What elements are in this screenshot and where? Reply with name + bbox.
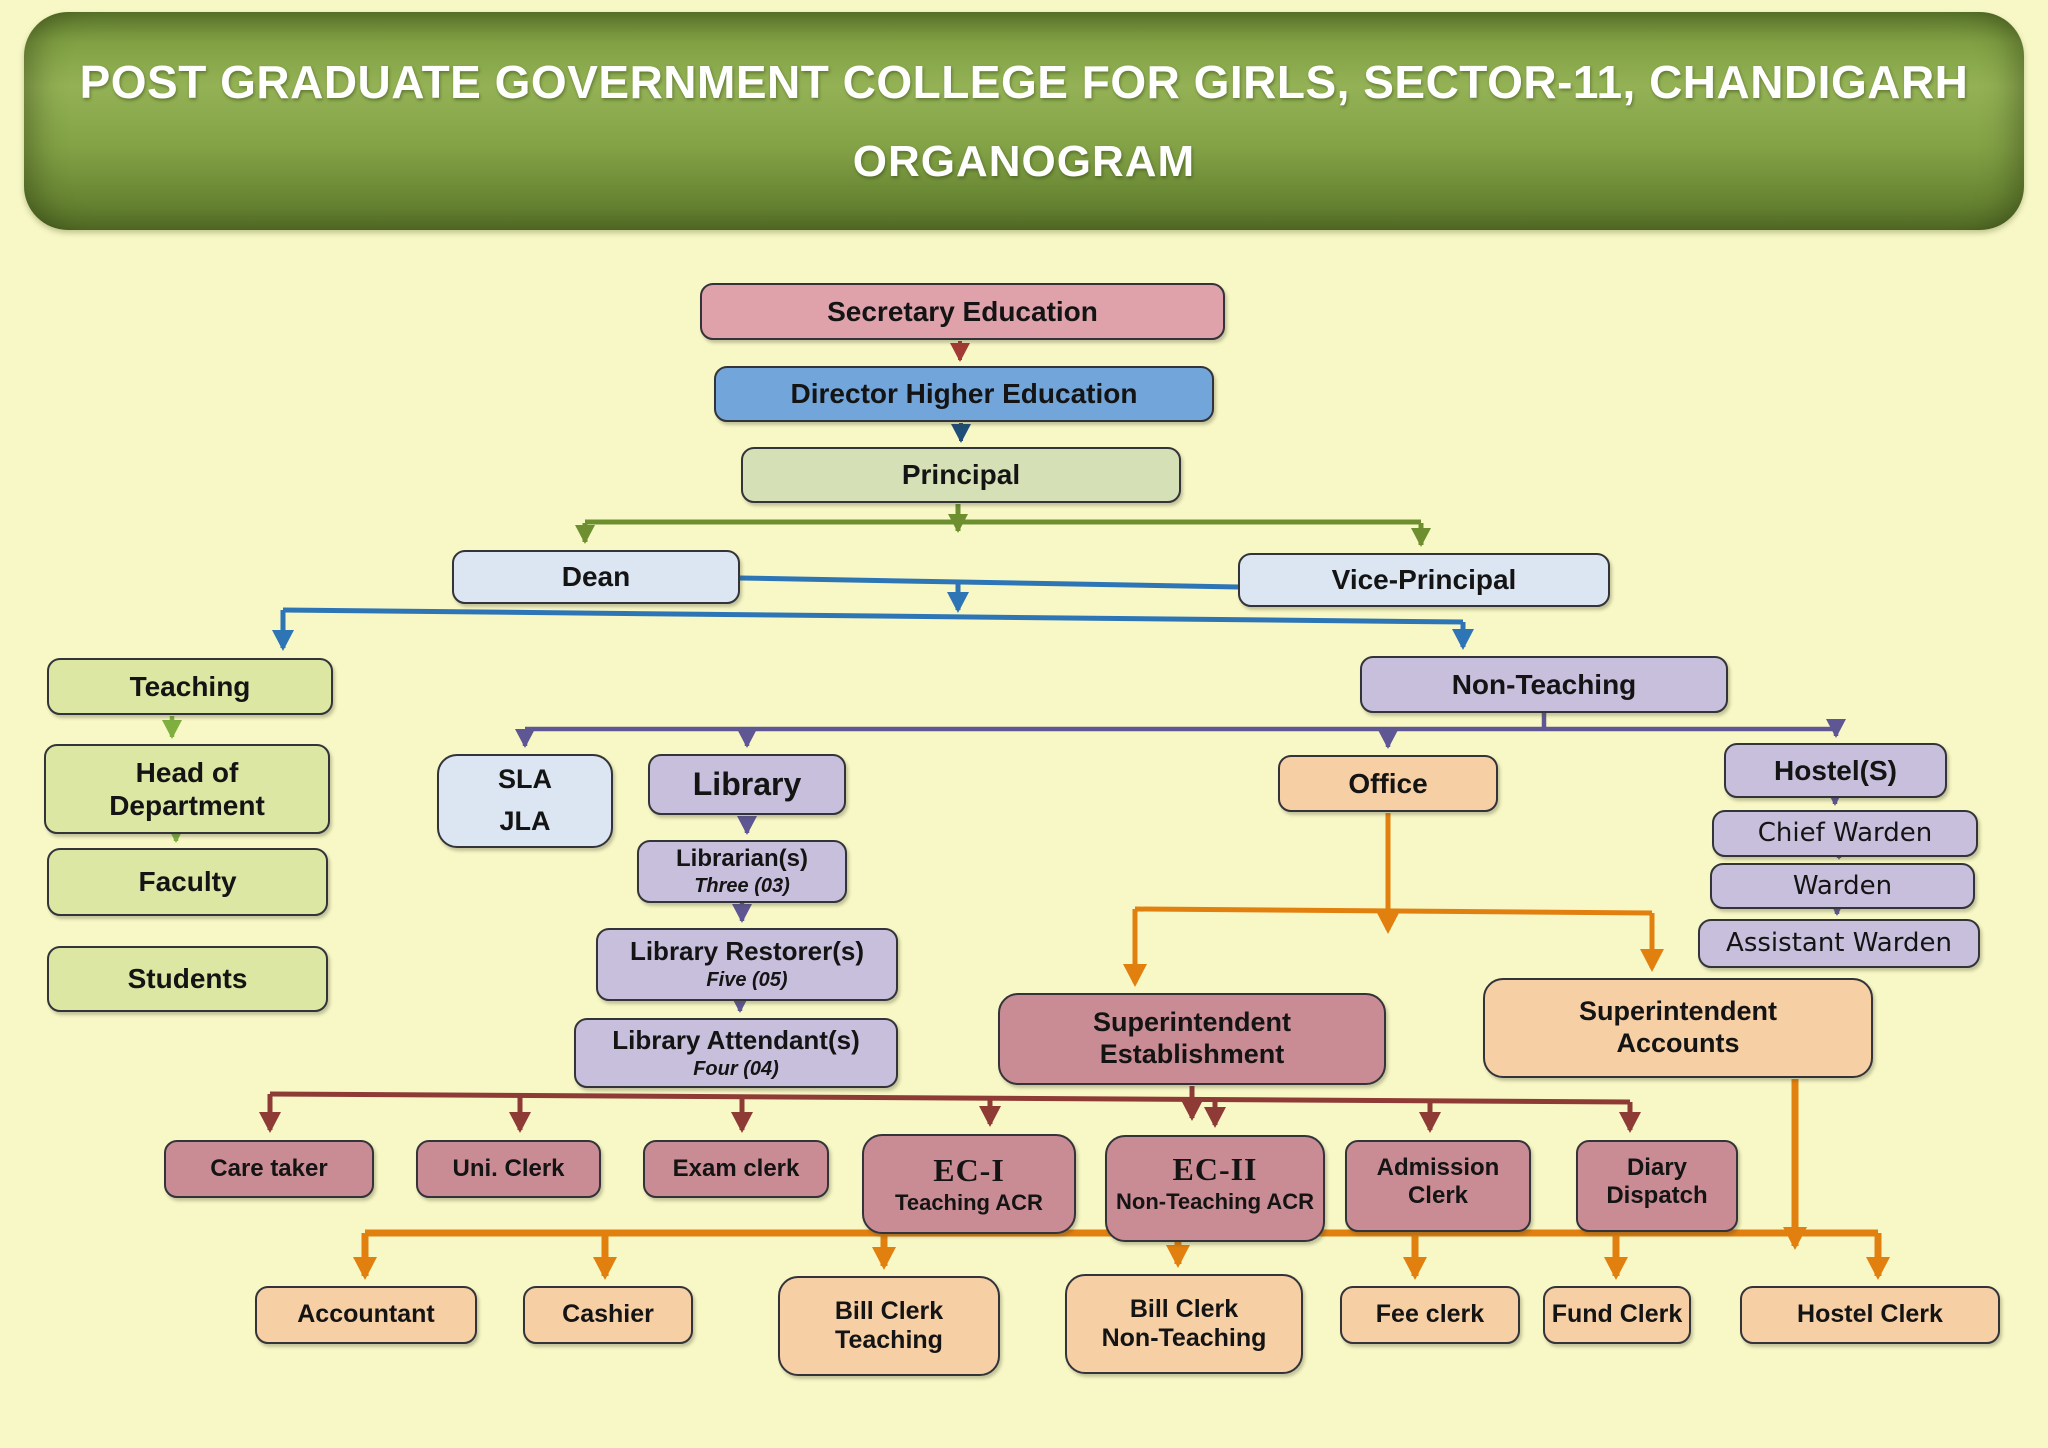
node-label: Cashier [562,1300,654,1329]
node-label: Uni. Clerk [452,1154,565,1182]
node-uni-clerk: Uni. Clerk [416,1140,601,1198]
node-label: Teaching [835,1326,943,1354]
node-exam-clerk: Exam clerk [643,1140,829,1198]
node-count: Four (04) [693,1057,779,1080]
page-subtitle: ORGANOGRAM [852,137,1196,187]
node-director-higher-education: Director Higher Education [714,366,1214,422]
node-label: Assistant Warden [1726,928,1952,959]
node-diary-dispatch: Diary Dispatch [1576,1140,1738,1232]
node-label: SLA [498,764,552,795]
node-label: Principal [901,459,1021,491]
node-label: EC-I [933,1152,1005,1189]
node-label: Faculty [138,866,237,898]
node-teaching: Teaching [47,658,333,715]
node-sublabel: Teaching ACR [895,1189,1043,1215]
node-library: Library [648,754,846,815]
node-label: Fund Clerk [1551,1300,1683,1329]
node-sla-jla: SLA JLA [437,754,613,848]
node-care-taker: Care taker [164,1140,374,1198]
node-superintendent-establishment: Superintendent Establishment [998,993,1386,1085]
node-librarians: Librarian(s) Three (03) [637,840,847,903]
node-assistant-warden: Assistant Warden [1698,919,1980,968]
node-label: Admission Clerk [1376,1154,1500,1210]
node-count: Five (05) [706,969,788,992]
node-count: Three (03) [694,874,790,897]
node-dean: Dean [452,550,740,604]
node-library-restorers: Library Restorer(s) Five (05) [596,928,898,1001]
node-label: Accountant [297,1300,435,1329]
node-label: Vice-Principal [1331,564,1517,596]
node-label: Chief Warden [1757,818,1933,849]
node-warden: Warden [1710,863,1975,909]
title-banner: POST GRADUATE GOVERNMENT COLLEGE FOR GIR… [24,12,2024,230]
node-label: Accounts [1616,1028,1740,1058]
node-accountant: Accountant [255,1286,477,1344]
node-office: Office [1278,755,1498,812]
node-label: Bill Clerk [1129,1294,1239,1323]
node-label: Fee clerk [1375,1300,1485,1329]
node-chief-warden: Chief Warden [1712,810,1978,857]
node-label: Non-Teaching [1101,1324,1267,1352]
node-label: Warden [1792,870,1893,901]
page-title: POST GRADUATE GOVERNMENT COLLEGE FOR GIR… [79,55,1969,108]
node-fund-clerk: Fund Clerk [1543,1286,1691,1344]
node-label: EC-II [1172,1151,1258,1187]
node-label: Superintendent [1092,1007,1291,1038]
node-label: Diary Dispatch [1606,1154,1708,1210]
node-principal: Principal [741,447,1181,503]
node-label: Care taker [210,1154,328,1182]
node-label: Director Higher Education [790,378,1138,410]
office-tree [1123,813,1664,987]
node-label: Library Restorer(s) [629,936,865,967]
node-label: Students [127,963,248,995]
node-label: Library [692,765,802,802]
node-cashier: Cashier [523,1286,693,1344]
node-bill-clerk-teaching: Bill Clerk Teaching [778,1276,1000,1376]
node-label: Library Attendant(s) [612,1024,860,1055]
node-faculty: Faculty [47,848,328,916]
node-label: Head of [135,756,239,788]
node-label: Department [109,790,265,821]
node-students: Students [47,946,328,1012]
node-hostel-clerk: Hostel Clerk [1740,1286,2000,1344]
principal-tree [575,504,1431,547]
node-ec2: EC-II Non-Teaching ACR [1105,1135,1325,1242]
node-label: Office [1348,767,1428,799]
node-non-teaching: Non-Teaching [1360,656,1728,713]
node-sublabel: Non-Teaching ACR [1116,1188,1314,1214]
node-admission-clerk: Admission Clerk [1345,1140,1531,1232]
node-label: Hostel Clerk [1797,1300,1943,1329]
node-label: Dean [561,561,631,593]
node-head-of-department: Head of Department [44,744,330,834]
node-label: Bill Clerk [834,1296,944,1325]
node-vice-principal: Vice-Principal [1238,553,1610,607]
node-label: Establishment [1099,1039,1285,1069]
node-ec1: EC-I Teaching ACR [862,1134,1076,1234]
node-label: Teaching [129,670,251,702]
node-library-attendants: Library Attendant(s) Four (04) [574,1018,898,1088]
node-bill-clerk-non-teaching: Bill Clerk Non-Teaching [1065,1274,1303,1374]
node-superintendent-accounts: Superintendent Accounts [1483,978,1873,1078]
node-hostels: Hostel(S) [1724,743,1947,798]
establishment-tree [259,1086,1641,1133]
node-label: Exam clerk [672,1154,800,1182]
node-secretary-education: Secretary Education [700,283,1225,340]
node-label: Non-Teaching [1451,668,1637,700]
node-label: Librarian(s) [675,844,809,872]
node-label: Hostel(S) [1774,754,1897,786]
node-label: Secretary Education [827,295,1098,327]
node-label: Superintendent [1578,996,1777,1027]
node-label: JLA [499,806,551,836]
node-fee-clerk: Fee clerk [1340,1286,1520,1344]
